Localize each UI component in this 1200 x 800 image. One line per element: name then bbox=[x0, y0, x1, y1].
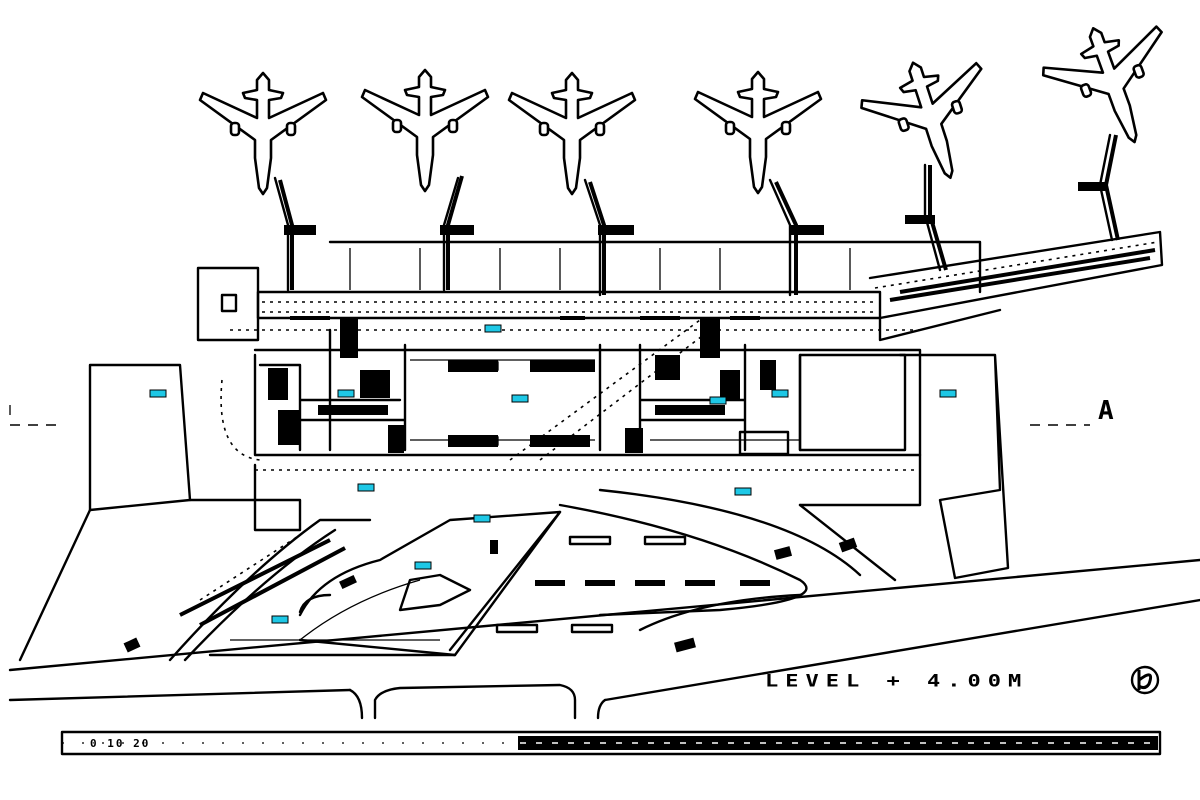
level-label: LEVEL + 4.00M bbox=[765, 672, 1029, 691]
terminal-hall bbox=[220, 316, 922, 507]
scale-label: 0 10 20 bbox=[90, 737, 151, 750]
airplane-icon bbox=[693, 70, 823, 195]
jet-bridges bbox=[273, 133, 1120, 297]
side-wings bbox=[88, 353, 1010, 580]
north-arrow-icon bbox=[1130, 665, 1160, 695]
airplane-icon bbox=[360, 68, 490, 193]
airplane-icon bbox=[198, 71, 328, 196]
airplane-icon bbox=[507, 71, 637, 196]
concourse-pier bbox=[196, 230, 1164, 342]
scale-bar bbox=[60, 730, 1162, 756]
section-marks bbox=[9, 405, 1090, 426]
section-letter-label: A bbox=[1098, 396, 1114, 426]
cyan-marker bbox=[149, 324, 957, 624]
access-roads bbox=[8, 488, 1200, 720]
